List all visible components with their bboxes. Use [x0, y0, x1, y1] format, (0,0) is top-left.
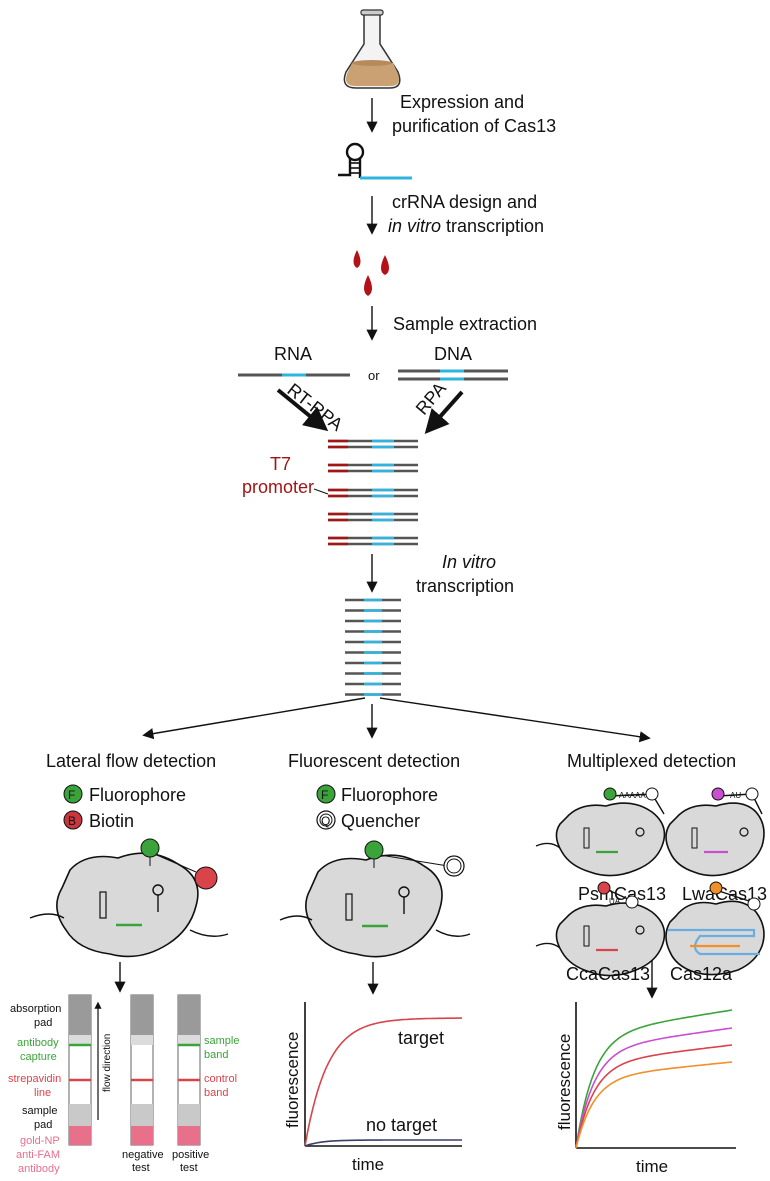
series-target — [304, 1017, 462, 1147]
ivt-label-2: transcription — [416, 576, 514, 596]
cas13-complex-fluorescent — [279, 840, 471, 958]
lateral-flow-strip-positive — [177, 994, 201, 1146]
ivt-label-1: In vitro — [442, 552, 496, 572]
arrow-to-lateral — [142, 697, 366, 740]
expression-label-2: purification of Cas13 — [392, 116, 556, 136]
multi-y-label: fluorescence — [555, 1034, 574, 1130]
lateral-legend-fluorophore: Fluorophore — [89, 785, 186, 805]
amplified-dna-stack — [328, 439, 418, 546]
fluorophore-icon: F — [316, 784, 336, 804]
t7-label-1: T7 — [270, 454, 291, 474]
strip-control-band-1: control — [204, 1073, 237, 1085]
arrow-to-multiplexed — [379, 697, 651, 743]
cas12a-label: Cas12a — [670, 964, 733, 984]
strip-antibody-1: antibody — [17, 1037, 59, 1049]
strip-control-band-2: band — [204, 1087, 228, 1099]
arrow-rt-rpa — [276, 388, 329, 432]
svg-text:F: F — [321, 788, 328, 802]
svg-text:F: F — [68, 788, 75, 802]
cas12a-complex — [665, 881, 765, 976]
flow-direction-label: flow direction — [102, 1034, 113, 1092]
dsdna-duplex — [328, 463, 418, 473]
expression-label-1: Expression and — [400, 92, 524, 112]
lwacas13-label: LwaCas13 — [682, 884, 767, 904]
t7-label-2: promoter — [242, 477, 314, 497]
strip-negative-1: negative — [122, 1149, 164, 1161]
lateral-flow-strip-negative — [130, 994, 154, 1146]
rt-rpa-label: RT-RPA — [284, 379, 347, 434]
cca-motif: UA — [609, 897, 621, 906]
fluor-x-label: time — [352, 1155, 384, 1174]
sample-extraction-label: Sample extraction — [393, 314, 537, 334]
strip-sample-band-1: sample — [204, 1035, 239, 1047]
lateral-legend-biotin: Biotin — [89, 811, 134, 831]
cas13-complex-lateral — [29, 838, 229, 958]
strip-positive-2: test — [180, 1162, 198, 1174]
or-label: or — [368, 368, 380, 383]
strip-absorption-2: pad — [34, 1017, 52, 1029]
strip-sample-1: sample — [22, 1105, 57, 1117]
strip-sample-2: pad — [34, 1119, 52, 1131]
lwacas13-complex: AU — [665, 787, 765, 877]
fluorescent-plot: target no target time fluorescence — [283, 1002, 462, 1174]
fluorescent-legend-fluorophore: Fluorophore — [341, 785, 438, 805]
multiplexed-series-line — [575, 1027, 733, 1149]
strip-negative-2: test — [132, 1162, 150, 1174]
svg-text:B: B — [68, 814, 76, 828]
arrow-rpa — [424, 390, 464, 434]
lwa-motif: AU — [730, 791, 741, 800]
multi-x-label: time — [636, 1157, 668, 1176]
strip-gold-2: anti-FAM — [16, 1149, 60, 1161]
svg-text:Q: Q — [321, 814, 330, 828]
crrna-hairpin-icon — [338, 142, 412, 180]
strip-gold-1: gold-NP — [20, 1135, 60, 1147]
t7-pointer — [313, 488, 329, 495]
multiplexed-series — [575, 1009, 733, 1149]
rna-transcript-stack — [345, 598, 401, 696]
lateral-title: Lateral flow detection — [46, 751, 216, 771]
strip-absorption-1: absorption — [10, 1003, 61, 1015]
multiplexed-plot: time fluorescence — [555, 1002, 736, 1176]
strip-sample-band-2: band — [204, 1049, 228, 1061]
multiplexed-series-line — [575, 1044, 733, 1149]
strip-strep-1: strepavidin — [8, 1073, 61, 1085]
legend-no-target: no target — [366, 1115, 437, 1135]
flask-icon — [343, 9, 401, 89]
crrna-label-2: in vitro transcription — [388, 216, 544, 236]
dna-strand — [398, 369, 508, 381]
strip-positive-1: positive — [172, 1149, 209, 1161]
lateral-flow-strip-main — [68, 994, 92, 1146]
quencher-icon: Q — [316, 810, 336, 830]
multiplexed-series-line — [575, 1009, 733, 1149]
strip-strep-2: line — [34, 1087, 51, 1099]
crrna-in-vitro: in vitro — [388, 216, 441, 236]
dsdna-duplex — [328, 439, 418, 449]
multiplexed-title: Multiplexed detection — [567, 751, 736, 771]
crrna-transcription: transcription — [441, 216, 544, 236]
psmcas13-label: PsmCas13 — [578, 884, 666, 904]
dna-label: DNA — [434, 344, 472, 364]
multiplexed-series-line — [575, 1061, 733, 1149]
ccacas13-label: CcaCas13 — [566, 964, 650, 984]
psmcas13-complex: AAAAA — [535, 787, 666, 877]
fluorescent-legend-quencher: Quencher — [341, 811, 420, 831]
blood-drops-icon — [353, 250, 389, 296]
rna-label: RNA — [274, 344, 312, 364]
dsdna-duplex — [328, 536, 418, 546]
legend-target: target — [398, 1028, 444, 1048]
dsdna-duplex — [328, 512, 418, 522]
strip-gold-3: antibody — [18, 1163, 60, 1175]
ccacas13-complex: UA — [535, 881, 666, 977]
biotin-icon: B — [63, 810, 83, 830]
psm-motif: AAAAA — [619, 791, 646, 800]
fluorophore-icon: F — [63, 784, 83, 804]
fluorescent-title: Fluorescent detection — [288, 751, 460, 771]
fluor-y-label: fluorescence — [283, 1032, 302, 1128]
crrna-label-1: crRNA design and — [392, 192, 537, 212]
series-no-target — [304, 1139, 462, 1147]
strip-antibody-2: capture — [20, 1051, 57, 1063]
dsdna-duplex — [328, 488, 418, 498]
